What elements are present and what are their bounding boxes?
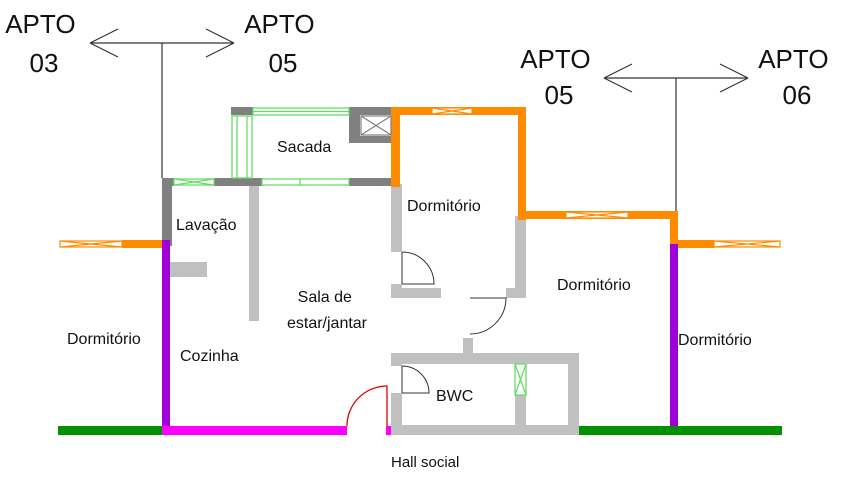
interior-walls: [170, 183, 579, 435]
room-cozinha-label: Cozinha: [180, 348, 239, 365]
door-dorm-top: [401, 251, 435, 285]
window-lavacao: [173, 178, 215, 186]
wall-bwc-top: [391, 353, 579, 364]
window-sacada-service: [360, 115, 392, 136]
wall-bwc-top-stub: [463, 338, 473, 354]
door-dorm-right: [469, 297, 507, 335]
wall-lavacao-top-left: [162, 178, 174, 186]
magenta-wall-bottom: [162, 426, 347, 435]
wall-sacada-bottom-right: [349, 178, 393, 186]
window-neighbor-right: [713, 240, 781, 248]
green-wall-left: [58, 426, 162, 435]
room-dormitorio-right-label: Dormitório: [557, 277, 631, 294]
purple-wall-right: [670, 244, 678, 435]
apto05-top-label: APTO 05: [244, 9, 322, 78]
window-dorm-right: [565, 211, 629, 219]
wall-sacada-left-cap: [231, 107, 253, 115]
orange-wall-drop: [670, 211, 678, 248]
window-sacada-left: [231, 115, 253, 179]
orange-wall-right-ext: [670, 240, 714, 248]
window-sacada-top: [252, 107, 350, 116]
service-walls: [162, 107, 393, 246]
apto06-label: APTO 06: [758, 44, 836, 110]
door-entrance: [346, 385, 388, 427]
purple-wall-left: [162, 240, 170, 435]
wall-sacada-right-top: [349, 107, 393, 115]
doors: [401, 251, 507, 394]
room-lavacao-label: Lavação: [176, 217, 237, 234]
wall-sacada-right-low: [349, 136, 393, 143]
wall-bwc-left-upper: [391, 353, 402, 366]
room-sala-label: Sala de estar/jantar: [287, 289, 368, 332]
wall-sacada-right-col: [349, 107, 360, 143]
neighbor-arrows: [89, 28, 749, 211]
hall-social-label: Hall social: [391, 454, 459, 471]
wall-dorm-right: [515, 216, 526, 298]
window-neighbor-left: [59, 240, 123, 248]
wall-dorm-bottom-right: [506, 288, 526, 298]
wall-dorm-left-upper: [391, 184, 402, 252]
windows: [59, 107, 781, 396]
arrow-left-horizontal: [89, 28, 235, 58]
room-bwc-label: BWC: [436, 388, 473, 405]
room-dormitorio-far-right-label: Dormitório: [678, 332, 752, 349]
window-dorm-top: [431, 107, 473, 115]
apto05-right-label: APTO 05: [520, 44, 598, 110]
room-dormitorio-top-label: Dormitório: [407, 198, 481, 215]
wall-lavacao-left: [162, 178, 172, 246]
magenta-door-jamb: [386, 426, 391, 435]
wall-bwc-left-lower: [391, 393, 402, 435]
wall-bwc-inner: [515, 395, 526, 435]
wall-bwc-right: [568, 353, 579, 435]
apto03-label: APTO 03: [5, 9, 83, 78]
room-dormitorio-left-label: Dormitório: [67, 331, 141, 348]
arrow-right-horizontal: [603, 63, 749, 93]
orange-wall-left-ext: [122, 240, 168, 248]
wall-bottom-hall: [391, 425, 579, 435]
room-sacada-label: Sacada: [277, 139, 331, 156]
green-wall-right: [579, 426, 782, 435]
door-bwc: [401, 365, 430, 394]
wall-kitchen-stub: [170, 262, 207, 277]
orange-wall-left: [391, 107, 400, 187]
wall-lavacao-top-right: [214, 178, 262, 186]
window-bwc: [514, 363, 527, 396]
orange-wall-right: [518, 107, 526, 220]
wall-dorm-bottom-left: [391, 288, 441, 298]
wall-lavacao-divider: [249, 183, 259, 321]
window-sacada-sliding: [261, 178, 350, 186]
